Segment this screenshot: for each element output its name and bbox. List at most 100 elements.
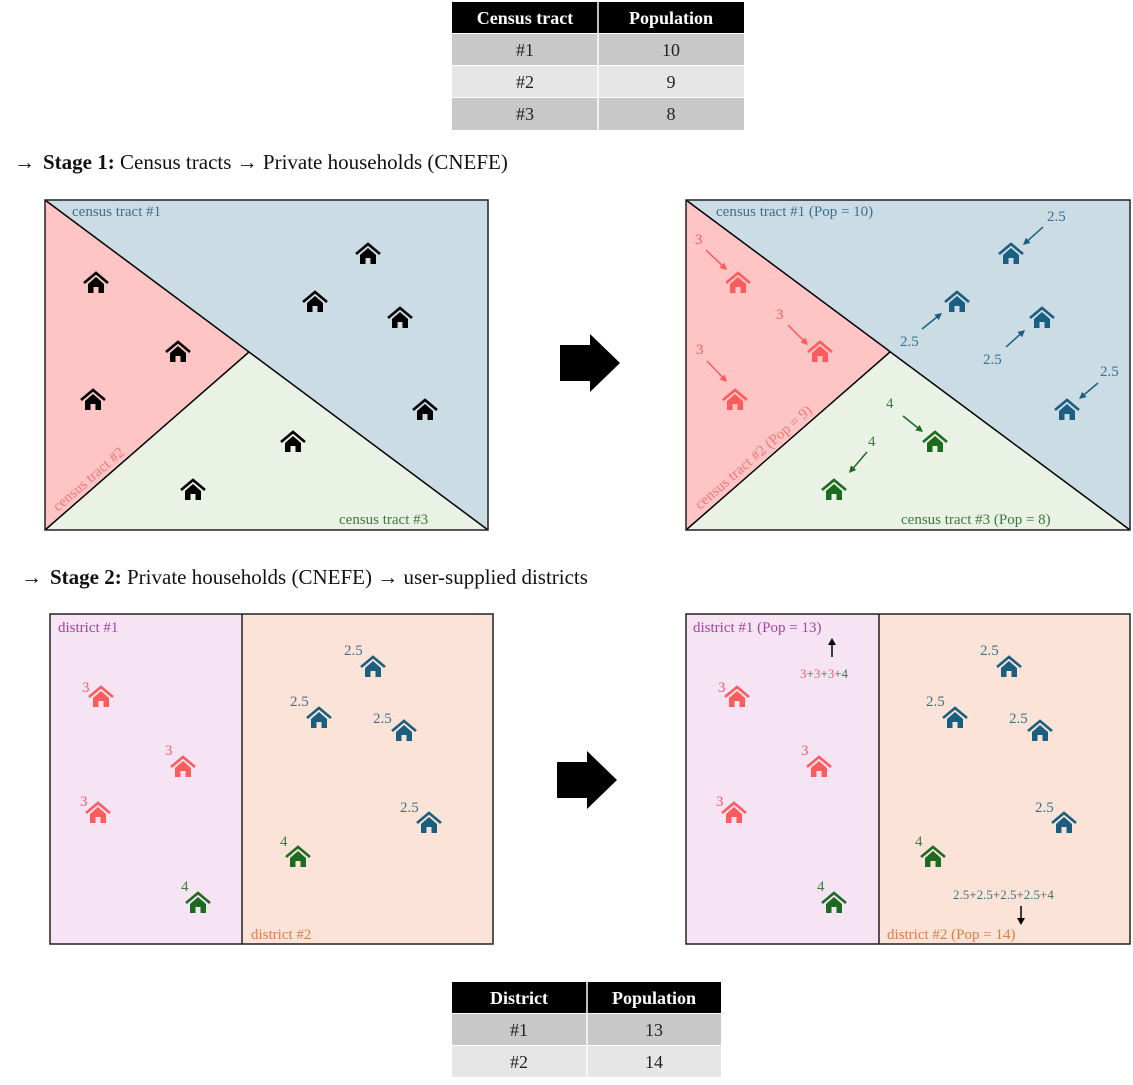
weight-label: 2.5 <box>290 694 309 710</box>
house-icon <box>920 845 946 867</box>
weight-label: 3 <box>696 342 704 358</box>
house-icon <box>185 891 211 913</box>
house-icon <box>83 271 109 293</box>
weight-label: 2.5 <box>344 643 363 659</box>
stage2-before-panel: district #1 district #2 333442.52.52.52.… <box>49 613 494 945</box>
house-icon <box>922 430 948 452</box>
tract3-pop-label: census tract #3 (Pop = 8) <box>901 512 1051 528</box>
arrow-icon <box>787 324 808 345</box>
house-icon <box>180 478 206 500</box>
house-icon <box>280 430 306 452</box>
table-cell: #3 <box>516 104 534 124</box>
tract3-label: census tract #3 <box>339 512 428 528</box>
plus-sign: + <box>1016 887 1023 902</box>
sum-term: 2.5 <box>977 887 993 902</box>
house-icon <box>807 340 833 362</box>
house-icon <box>996 655 1022 677</box>
district1-label: district #1 <box>58 620 118 636</box>
house-icon <box>1027 719 1053 741</box>
big-arrow-icon <box>560 334 620 392</box>
table-cell: 13 <box>645 1020 663 1040</box>
house-icon <box>412 398 438 420</box>
arrow-icon <box>706 360 727 382</box>
house-icon <box>724 685 750 707</box>
weight-label: 4 <box>817 879 825 895</box>
table-cell: #2 <box>510 1052 528 1072</box>
tract3-region <box>686 352 1130 530</box>
weight-label: 3 <box>718 680 726 696</box>
house-icon <box>806 755 832 777</box>
weight-label: 3 <box>82 680 90 696</box>
stage1-after-panel: census tract #1 (Pop = 10) census tract … <box>685 199 1131 531</box>
weight-label: 2.5 <box>1009 711 1028 727</box>
district2-sum: 2.5+2.5+2.5+2.5+4 <box>953 887 1054 902</box>
district1-sum: 3+3+3+4 <box>800 666 849 681</box>
weight-label: 3 <box>716 794 724 810</box>
weight-label: 3 <box>695 232 703 248</box>
arrow-right-icon: → <box>21 565 42 589</box>
sum-term: 3 <box>828 666 835 681</box>
stage1-before-panel: census tract #1 census tract #3 census t… <box>44 199 489 531</box>
arrow-right-icon: → <box>14 150 35 174</box>
arrow-icon <box>1079 382 1099 399</box>
house-icon <box>165 340 191 362</box>
weight-label: 2.5 <box>1047 209 1066 225</box>
house-icon <box>302 290 328 312</box>
house-icon <box>360 655 386 677</box>
stage2-text: Private households (CNEFE) → user-suppli… <box>122 565 588 589</box>
column-header: District <box>490 988 548 1008</box>
house-icon <box>387 306 413 328</box>
district2-label: district #2 <box>251 927 311 943</box>
stage2-heading: →Stage 2: Private households (CNEFE) → u… <box>21 565 588 589</box>
weight-label: 4 <box>280 834 288 850</box>
weight-label: 2.5 <box>900 334 919 350</box>
table-cell: 9 <box>667 72 676 92</box>
census-tract-table: Census tract Population #1 10 #2 9 #3 8 <box>452 2 744 130</box>
house-icon <box>391 719 417 741</box>
arrow-icon <box>849 451 868 473</box>
plus-sign: + <box>993 887 1000 902</box>
house-icon <box>821 891 847 913</box>
stage1-label: Stage 1: <box>43 150 115 174</box>
house-icon <box>1054 398 1080 420</box>
house-icon <box>721 801 747 823</box>
stage1-text: Census tracts → Private households (CNEF… <box>115 150 508 174</box>
column-header: Census tract <box>477 8 574 28</box>
table-cell: 10 <box>662 40 680 60</box>
sum-term: 3 <box>800 666 807 681</box>
district1-pop-label: district #1 (Pop = 13) <box>693 620 821 636</box>
table-cell: 8 <box>667 104 676 124</box>
weight-label: 4 <box>868 434 876 450</box>
district-table: District Population #1 13 #2 14 <box>452 982 721 1077</box>
table-cell: #1 <box>510 1020 528 1040</box>
table-cell: #2 <box>516 72 534 92</box>
house-icon <box>722 388 748 410</box>
arrow-icon <box>921 313 942 330</box>
sum-term: 3 <box>814 666 821 681</box>
weight-label: 4 <box>181 879 189 895</box>
house-icon <box>285 845 311 867</box>
district1-region <box>50 614 242 944</box>
house-icon <box>821 478 847 500</box>
weight-label: 2.5 <box>980 643 999 659</box>
weight-label: 2.5 <box>983 352 1002 368</box>
house-icon <box>942 706 968 728</box>
sum-term: 2.5 <box>953 887 969 902</box>
house-icon <box>80 388 106 410</box>
tract1-pop-label: census tract #1 (Pop = 10) <box>716 204 873 220</box>
house-icon <box>998 242 1024 264</box>
house-icon <box>416 811 442 833</box>
stage1-heading: → Stage 1: Census tracts → Private househ… <box>14 150 508 174</box>
house-icon <box>306 706 332 728</box>
district1-region <box>686 614 879 944</box>
weight-label: 4 <box>886 396 894 412</box>
district2-region <box>242 614 493 944</box>
column-header: Population <box>629 8 713 28</box>
arrow-down-icon <box>1017 906 1025 925</box>
table-cell: 14 <box>645 1052 663 1072</box>
house-icon <box>944 290 970 312</box>
tract3-region <box>45 352 488 530</box>
house-icon <box>1029 306 1055 328</box>
weight-label: 2.5 <box>373 711 392 727</box>
